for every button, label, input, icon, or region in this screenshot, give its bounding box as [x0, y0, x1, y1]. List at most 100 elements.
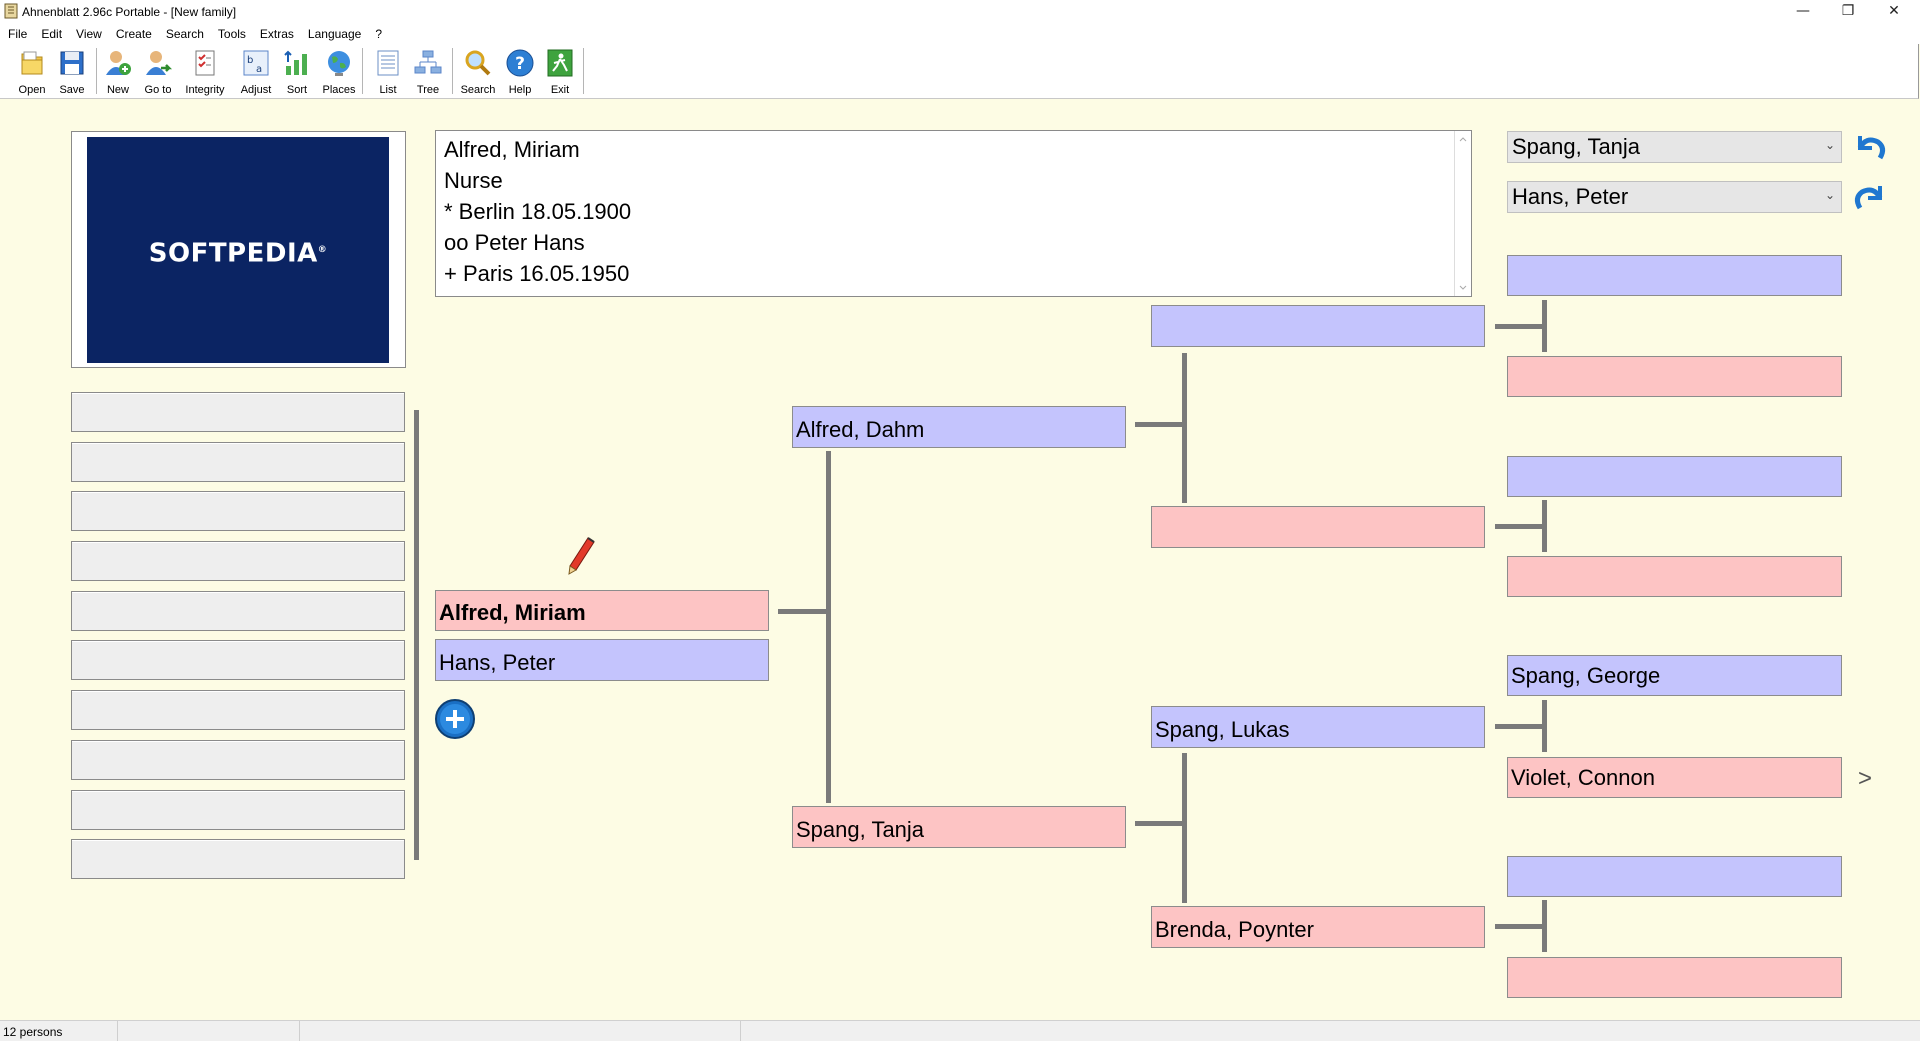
tree-button[interactable]: Tree [408, 46, 448, 98]
minimize-button[interactable]: — [1796, 3, 1810, 19]
connector [826, 451, 831, 803]
sort-label: Sort [286, 84, 308, 96]
person-details[interactable]: Alfred, Miriam Nurse * Berlin 18.05.1900… [435, 130, 1472, 297]
history-forward-combo[interactable]: Hans, Peter ⌄ [1507, 181, 1842, 213]
maternal-grandmother-box[interactable]: Brenda, Poynter [1151, 906, 1485, 948]
details-scrollbar[interactable] [1454, 131, 1471, 296]
menu-tools[interactable]: Tools [217, 27, 246, 41]
person-count: 12 persons [3, 1025, 63, 1039]
open-button[interactable]: Open [12, 46, 52, 98]
father-box[interactable]: Alfred, Dahm [792, 406, 1126, 448]
menu-search[interactable]: Search [165, 27, 204, 41]
menu-help[interactable]: ? [375, 27, 382, 41]
child-slot[interactable] [71, 491, 405, 531]
search-button[interactable]: Search [458, 46, 498, 98]
history-back-combo[interactable]: Spang, Tanja ⌄ [1507, 131, 1842, 163]
add-person-icon [106, 51, 131, 75]
maternal-grandfather-name: Spang, Lukas [1155, 717, 1290, 742]
sort-button[interactable]: Sort [277, 46, 317, 98]
history-back-value: Spang, Tanja [1512, 134, 1641, 159]
close-button[interactable]: ✕ [1888, 3, 1900, 19]
paternal-grandfather-box[interactable] [1151, 305, 1485, 347]
connector [1495, 924, 1545, 929]
new-person-button[interactable]: New [98, 46, 138, 98]
great-grandparent-box[interactable]: Spang, George [1507, 655, 1842, 696]
status-cell [118, 1021, 300, 1041]
list-icon [377, 50, 399, 76]
child-slot[interactable] [71, 541, 405, 581]
details-marriage: oo Peter Hans [444, 230, 585, 255]
app-icon [4, 3, 18, 19]
connector [1182, 753, 1187, 903]
toolbar-separator [452, 48, 453, 94]
mother-box[interactable]: Spang, Tanja [792, 806, 1126, 848]
great-grandparent-box[interactable] [1507, 856, 1842, 897]
adjust-label: Adjust [240, 84, 272, 96]
redo-arrow-icon[interactable] [1850, 178, 1890, 218]
child-slot[interactable] [71, 591, 405, 631]
child-slot[interactable] [71, 690, 405, 730]
status-bar: 12 persons [0, 1020, 1920, 1041]
proband-box[interactable]: Alfred, Miriam [435, 590, 769, 631]
great-grandparent-box[interactable] [1507, 456, 1842, 497]
folder-icon [21, 51, 43, 75]
svg-text:a: a [256, 64, 262, 75]
goto-label: Go to [144, 84, 172, 96]
help-icon: ? [506, 49, 534, 77]
add-spouse-icon[interactable] [434, 698, 476, 740]
connector [1182, 353, 1187, 503]
connector [1542, 500, 1547, 552]
person-photo[interactable]: SOFTPEDIA® [71, 131, 406, 368]
connector [1542, 900, 1547, 952]
integrity-label: Integrity [185, 84, 225, 96]
menu-language[interactable]: Language [307, 27, 362, 41]
child-slot[interactable] [71, 740, 405, 780]
menu-extras[interactable]: Extras [259, 27, 294, 41]
integrity-button[interactable]: Integrity [185, 46, 225, 98]
list-label: List [379, 84, 397, 96]
more-ancestors-arrow[interactable]: > [1858, 765, 1873, 792]
great-grandparent-box[interactable] [1507, 957, 1842, 998]
list-button[interactable]: List [368, 46, 408, 98]
menu-edit[interactable]: Edit [41, 27, 63, 41]
title-bar: Ahnenblatt 2.96c Portable - [New family]… [0, 0, 1920, 24]
chevron-down-icon: ⌄ [1824, 188, 1835, 202]
softpedia-logo: SOFTPEDIA® [87, 137, 389, 363]
exit-button[interactable]: Exit [540, 46, 580, 98]
details-name: Alfred, Miriam [444, 137, 580, 162]
status-cell [741, 1021, 1919, 1041]
mother-name: Spang, Tanja [796, 817, 925, 842]
goto-button[interactable]: Go to [138, 46, 178, 98]
menu-create[interactable]: Create [115, 27, 152, 41]
child-slot[interactable] [71, 442, 405, 482]
undo-arrow-icon[interactable] [1850, 128, 1890, 168]
maximize-button[interactable]: ❐ [1841, 3, 1855, 19]
menu-bar: File Edit View Create Search Tools Extras Langu… [0, 24, 1920, 44]
child-slot[interactable] [71, 790, 405, 830]
child-slot[interactable] [71, 640, 405, 680]
chevron-down-icon: ⌄ [1824, 138, 1835, 152]
great-grandparent-box[interactable] [1507, 356, 1842, 397]
svg-text:?: ? [515, 54, 525, 74]
menu-view[interactable]: View [76, 27, 102, 41]
great-grandparent-box[interactable] [1507, 255, 1842, 296]
great-grandparent-name: Violet, Connon [1511, 765, 1655, 790]
paternal-grandmother-box[interactable] [1151, 506, 1485, 548]
details-birth: * Berlin 18.05.1900 [444, 199, 632, 224]
great-grandparent-box[interactable] [1507, 556, 1842, 597]
help-button[interactable]: ? Help [500, 46, 540, 98]
places-button[interactable]: Places [319, 46, 359, 98]
maternal-grandfather-box[interactable]: Spang, Lukas [1151, 706, 1485, 748]
child-slot[interactable] [71, 839, 405, 879]
child-slot[interactable] [71, 392, 405, 432]
status-cell: 12 persons [0, 1021, 118, 1041]
pencil-edit-icon[interactable] [562, 532, 598, 576]
great-grandparent-box[interactable]: Violet, Connon [1507, 757, 1842, 798]
connector [1542, 300, 1547, 352]
save-button[interactable]: Save [52, 46, 92, 98]
menu-file[interactable]: File [8, 27, 28, 41]
details-death: + Paris 16.05.1950 [444, 261, 630, 286]
spouse-box[interactable]: Hans, Peter [435, 639, 769, 681]
